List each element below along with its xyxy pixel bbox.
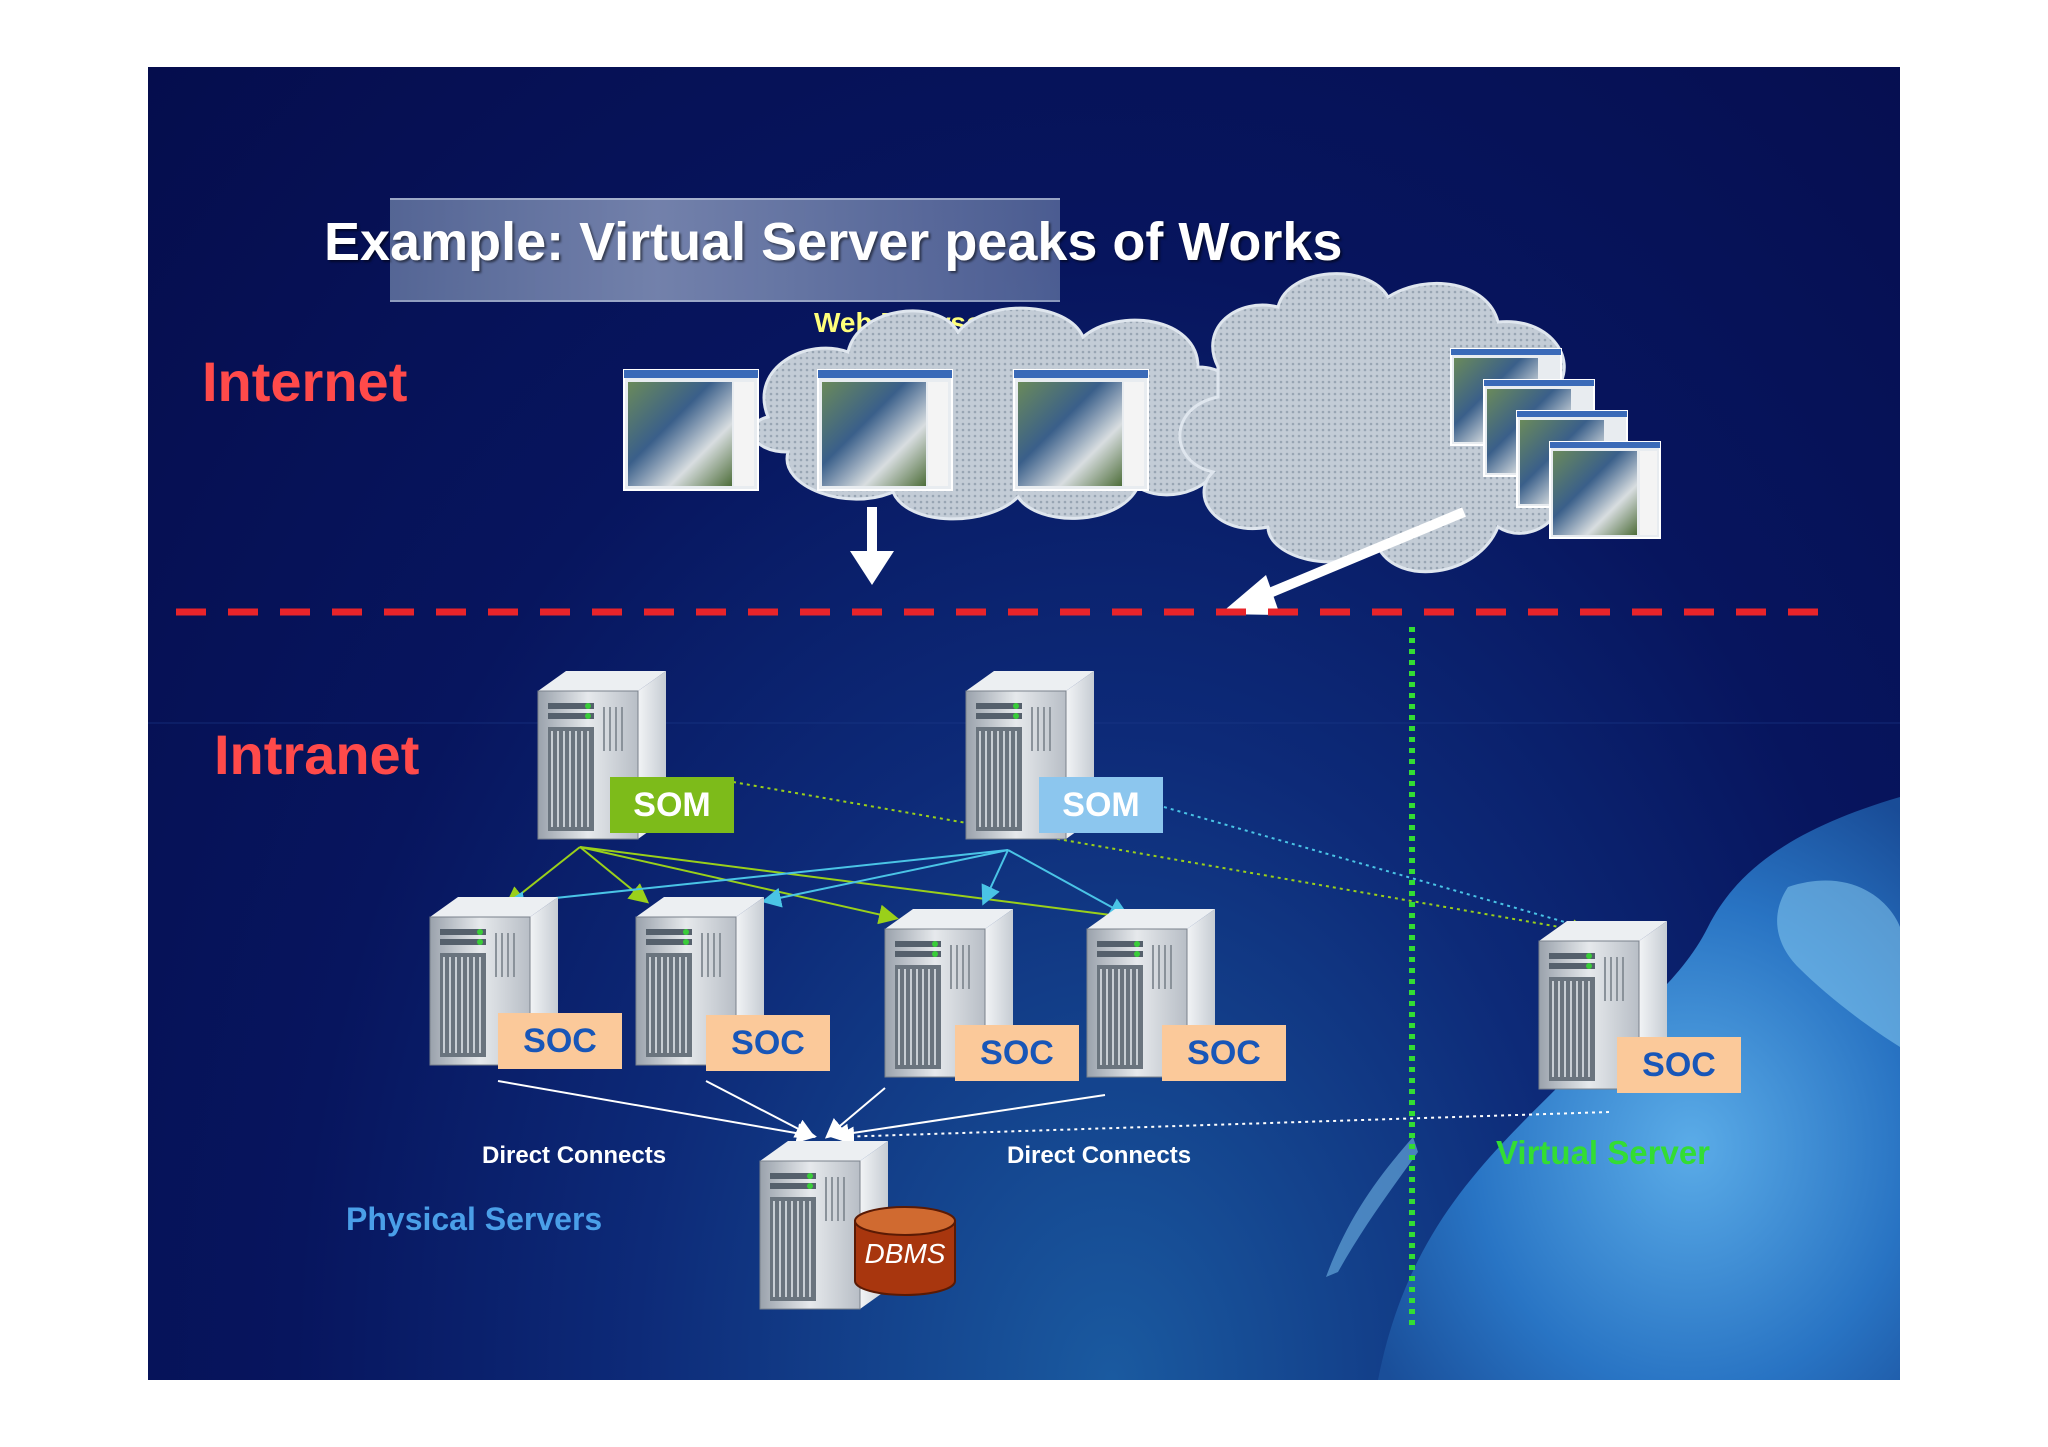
soc-tag-1: SOC — [498, 1013, 622, 1069]
som-tag-green: SOM — [610, 777, 734, 833]
som-blue-links — [504, 806, 1590, 930]
direct-connects-right: Direct Connects — [1007, 1142, 1192, 1169]
soc-tag-4: SOC — [1162, 1025, 1286, 1081]
soc-tag-virtual: SOC — [1617, 1037, 1741, 1093]
servers — [429, 670, 1668, 1310]
title-band — [390, 198, 1060, 302]
intranet-label: Intranet — [214, 723, 420, 786]
soc-tag-3: SOC — [955, 1025, 1079, 1081]
direct-connects-left: Direct Connects — [482, 1142, 667, 1169]
browser-thumbnails-right — [1450, 348, 1661, 539]
internet-label: Internet — [202, 350, 408, 413]
dbms-links — [497, 1080, 1610, 1147]
virtual-server-label: Virtual Server — [1496, 1134, 1711, 1171]
dbms-cylinder — [854, 1206, 956, 1296]
dbms-label: DBMS — [864, 1238, 946, 1269]
page-title: Example: Virtual Server peaks of Works — [324, 212, 1343, 272]
internet-arrows — [850, 507, 1466, 615]
slide: { "title": "Example: Virtual Server peak… — [148, 67, 1900, 1380]
som-tag-blue: SOM — [1039, 777, 1163, 833]
physical-servers-label: Physical Servers — [346, 1201, 603, 1237]
soc-tag-2: SOC — [706, 1015, 830, 1071]
diagram-graphics — [148, 272, 1900, 1329]
som-green-links — [504, 781, 1592, 940]
browser-thumbnails-left — [623, 369, 1149, 491]
